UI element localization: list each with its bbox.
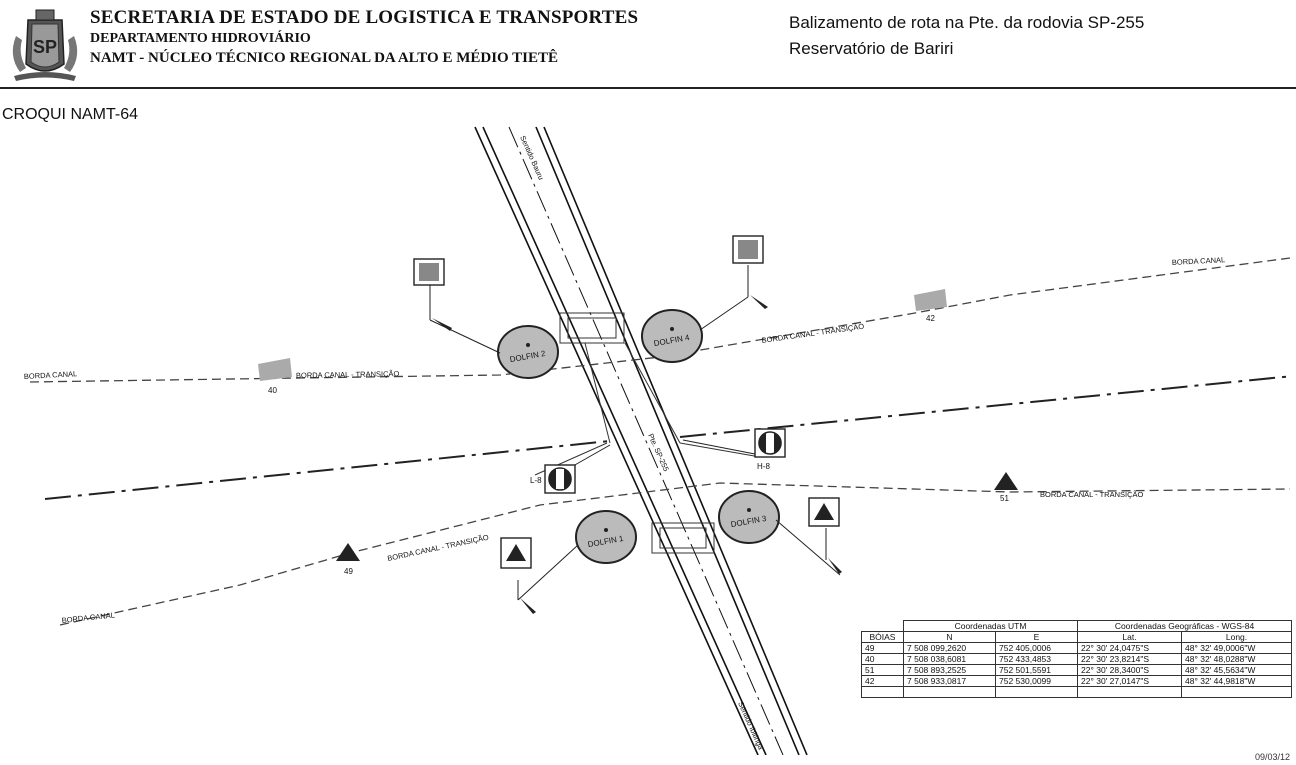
channel-markers: L-8 H-8: [530, 428, 786, 494]
table-row: 51 7 508 893,2525 752 501,5591 22° 30' 2…: [861, 664, 1292, 676]
table-group-header-row: Coordenadas UTM Coordenadas Geográficas …: [862, 620, 1292, 632]
cell-n: [903, 686, 996, 698]
cell-boia: [861, 686, 904, 698]
cell-e: 752 405,0006: [995, 642, 1078, 654]
buoy-49: 49: [336, 543, 360, 576]
cell-e: 752 433,4853: [995, 653, 1078, 665]
col-header-e: E: [995, 631, 1078, 643]
coordinates-table: Coordenadas UTM Coordenadas Geográficas …: [861, 620, 1292, 698]
marker-h8-label: H-8: [757, 462, 770, 471]
table-group-geo: Coordenadas Geográficas - WGS-84: [1077, 620, 1292, 632]
label-borda-canal-bottomleft: BORDA CANAL: [61, 610, 115, 625]
channel-axis: [44, 375, 1294, 500]
label-borda-canal-left: BORDA CANAL: [24, 369, 78, 381]
square-sign-topright: [732, 235, 764, 264]
cell-boia: 40: [861, 653, 904, 665]
label-transicao-3: BORDA CANAL - TRANSIÇÃO: [1040, 490, 1144, 499]
buoy-42-label: 42: [926, 314, 935, 323]
document-header: SP SECRETARIA DE ESTADO DE LOGISTICA E T…: [0, 0, 1296, 90]
triangle-sign-right: [808, 497, 840, 527]
cell-lat: [1077, 686, 1182, 698]
svg-text:SP: SP: [33, 37, 57, 57]
triangle-sign-bottomleft: [500, 537, 532, 569]
bridge-road: [474, 126, 808, 755]
cell-e: [995, 686, 1078, 698]
bridge-piers: [534, 312, 761, 554]
cell-e: 752 501,5591: [995, 664, 1078, 676]
cell-lat: 22° 30' 24,0475"S: [1077, 642, 1182, 654]
sign-ends: [432, 295, 842, 614]
subject-line-2: Reservatório de Bariri: [789, 39, 954, 58]
road-labels: Sentido Bauru Pte. SP-255 Sentido Ibitin…: [518, 134, 766, 752]
subject-line-1: Balizamento de rota na Pte. da rodovia S…: [789, 13, 1145, 32]
label-transicao-1: BORDA CANAL - TRANSIÇÃO: [296, 369, 400, 380]
buoy-51-label: 51: [1000, 494, 1009, 503]
cell-n: 7 508 933,0817: [903, 675, 996, 687]
org-secretaria: SECRETARIA DE ESTADO DE LOGISTICA E TRAN…: [90, 7, 639, 28]
square-signs: [413, 235, 840, 569]
buoy-40: 40: [258, 358, 292, 395]
label-transicao-4: BORDA CANAL - TRANSIÇÃO: [387, 533, 490, 563]
col-header-boias: BÓIAS: [861, 631, 904, 643]
cell-lat: 22° 30' 27,0147"S: [1077, 675, 1182, 687]
cell-n: 7 508 099,2620: [903, 642, 996, 654]
dolfin-2: DOLFIN 2: [497, 325, 559, 379]
table-group-utm: Coordenadas UTM: [903, 620, 1078, 632]
route-sketch-drawing: DOLFIN 2 DOLFIN 4 DOLFIN 1 DOLFIN 3: [24, 126, 1294, 755]
cell-long: 48° 32' 45,5634"W: [1181, 664, 1292, 676]
cell-long: 48° 32' 44,9818"W: [1181, 675, 1292, 687]
table-row: 40 7 508 038,6081 752 433,4853 22° 30' 2…: [861, 653, 1292, 665]
road-label-bottom: Sentido Ibitinga: [736, 700, 766, 752]
cell-boia: 49: [861, 642, 904, 654]
marker-l8: L-8: [530, 464, 576, 494]
dolfins: DOLFIN 2 DOLFIN 4 DOLFIN 1 DOLFIN 3: [497, 309, 780, 564]
sketch-title: CROQUI NAMT-64: [2, 106, 139, 123]
cell-n: 7 508 038,6081: [903, 653, 996, 665]
table-row: 42 7 508 933,0817 752 530,0099 22° 30' 2…: [861, 675, 1292, 687]
dolfin-1: DOLFIN 1: [575, 510, 637, 564]
channel-borders: [29, 257, 1291, 626]
cell-n: 7 508 893,2525: [903, 664, 996, 676]
table-row: [861, 686, 1292, 698]
cell-long: 48° 32' 49,0006"W: [1181, 642, 1292, 654]
col-header-lat: Lat.: [1077, 631, 1182, 643]
cell-e: 752 530,0099: [995, 675, 1078, 687]
cell-boia: 51: [861, 664, 904, 676]
dolfin-3: DOLFIN 3: [718, 490, 780, 544]
label-transicao-2: BORDA CANAL - TRANSIÇÃO: [761, 322, 865, 345]
cell-boia: 42: [861, 675, 904, 687]
table-column-header-row: BÓIAS N E Lat. Long.: [861, 631, 1292, 643]
table-row: 49 7 508 099,2620 752 405,0006 22° 30' 2…: [861, 642, 1292, 654]
marker-h8: H-8: [754, 428, 786, 471]
label-borda-canal-topright: BORDA CANAL: [1172, 255, 1226, 267]
buoy-49-label: 49: [344, 567, 353, 576]
cell-long: 48° 32' 48,0288"W: [1181, 653, 1292, 665]
org-departamento: DEPARTAMENTO HIDROVIÁRIO: [90, 31, 311, 46]
cell-long: [1181, 686, 1292, 698]
organization-block: SECRETARIA DE ESTADO DE LOGISTICA E TRAN…: [90, 6, 638, 68]
col-header-long: Long.: [1181, 631, 1292, 643]
col-header-n: N: [903, 631, 996, 643]
sign-leader-lines: [429, 265, 841, 601]
marker-l8-label: L-8: [530, 476, 542, 485]
cell-lat: 22° 30' 23,8214"S: [1077, 653, 1182, 665]
sao-paulo-seal-logo: SP: [12, 9, 78, 81]
header-divider: [0, 87, 1296, 89]
buoy-51: 51: [994, 472, 1018, 503]
cell-lat: 22° 30' 28,3400"S: [1077, 664, 1182, 676]
subject-block: Balizamento de rota na Pte. da rodovia S…: [789, 10, 1144, 62]
buoy-42: 42: [914, 289, 947, 323]
dolfin-4: DOLFIN 4: [641, 309, 703, 363]
square-sign-topleft: [413, 258, 445, 286]
buoys: 40 42 49 51: [258, 289, 1018, 576]
document-date: 09/03/12: [1254, 752, 1290, 762]
org-namt: NAMT - NÚCLEO TÉCNICO REGIONAL DA ALTO E…: [90, 50, 559, 66]
buoy-40-label: 40: [268, 386, 277, 395]
